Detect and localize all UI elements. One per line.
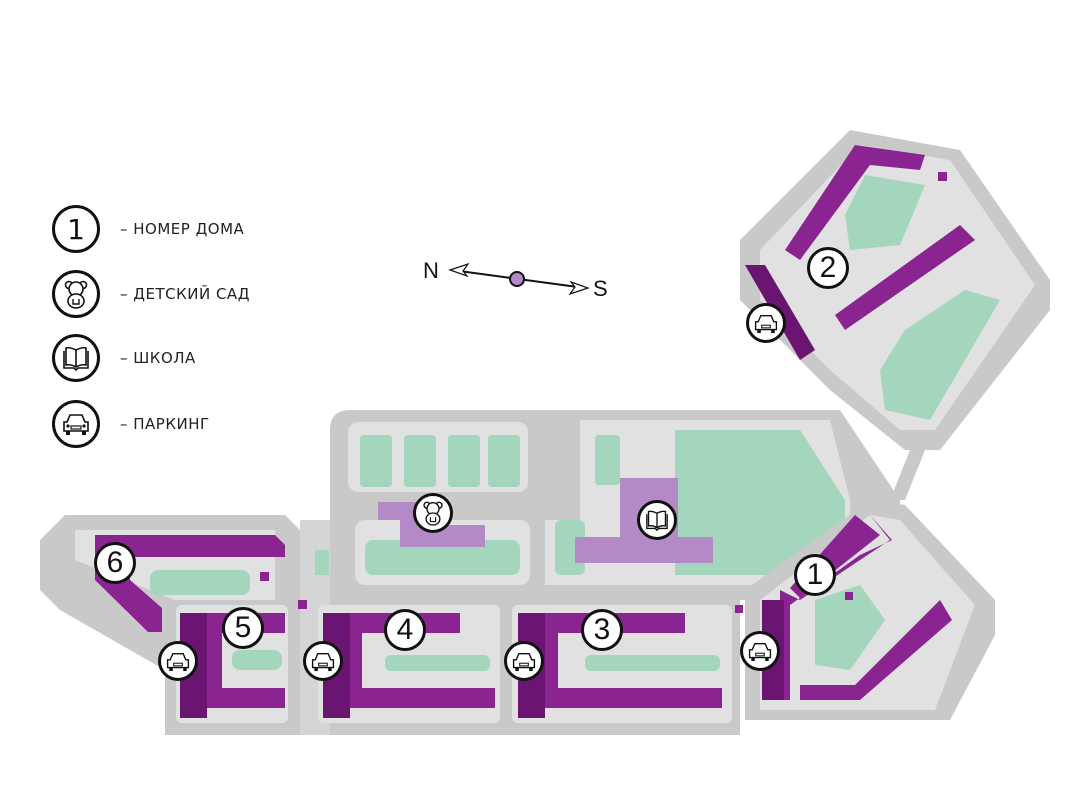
book-icon — [52, 334, 100, 382]
parking-marker-house-3[interactable] — [504, 641, 544, 681]
block-house-2 — [740, 130, 1050, 500]
building-6 — [95, 535, 285, 632]
legend-label: – ШКОЛА — [120, 349, 196, 367]
north-arrow-icon — [448, 262, 470, 278]
legend-label: – ДЕТСКИЙ САД — [120, 285, 250, 303]
legend-label: – НОМЕР ДОМА — [120, 220, 245, 238]
parking-marker-house-2[interactable] — [746, 303, 786, 343]
parking-marker-house-4[interactable] — [303, 641, 343, 681]
kindergarten-marker[interactable] — [413, 493, 453, 533]
legend-item-parking: – ПАРКИНГ — [52, 400, 210, 448]
building-3 — [545, 613, 722, 708]
legend-item-kindergarten: – ДЕТСКИЙ САД — [52, 270, 250, 318]
house-marker-3[interactable]: 3 — [581, 609, 623, 651]
teddy-bear-icon — [52, 270, 100, 318]
house-marker-4[interactable]: 4 — [384, 609, 426, 651]
car-icon — [311, 652, 335, 671]
building-2a — [785, 145, 925, 260]
building-2b — [835, 225, 975, 330]
house-marker-2[interactable]: 2 — [807, 247, 849, 289]
legend-item-house-number: 1 – НОМЕР ДОМА — [52, 205, 244, 253]
south-arrow-icon — [568, 280, 590, 296]
legend-label: – ПАРКИНГ — [120, 415, 210, 433]
car-icon — [52, 400, 100, 448]
car-icon — [166, 652, 190, 671]
compass — [448, 262, 590, 296]
car-icon — [748, 642, 772, 661]
parking-marker-house-5[interactable] — [158, 641, 198, 681]
block-central — [330, 410, 900, 600]
house-number-icon: 1 — [52, 205, 100, 253]
parking-marker-house-1[interactable] — [740, 631, 780, 671]
house-marker-6[interactable]: 6 — [94, 542, 136, 584]
house-marker-5[interactable]: 5 — [222, 607, 264, 649]
teddy-bear-icon — [423, 501, 443, 526]
book-icon — [646, 510, 668, 531]
car-icon — [754, 314, 778, 333]
compass-center-icon — [509, 271, 525, 287]
compass-north-label: N — [423, 258, 439, 283]
legend-item-school: – ШКОЛА — [52, 334, 196, 382]
car-icon — [512, 652, 536, 671]
school-marker[interactable] — [637, 500, 677, 540]
building-1b — [800, 600, 952, 700]
house-marker-1[interactable]: 1 — [794, 554, 836, 596]
compass-south-label: S — [593, 276, 608, 301]
